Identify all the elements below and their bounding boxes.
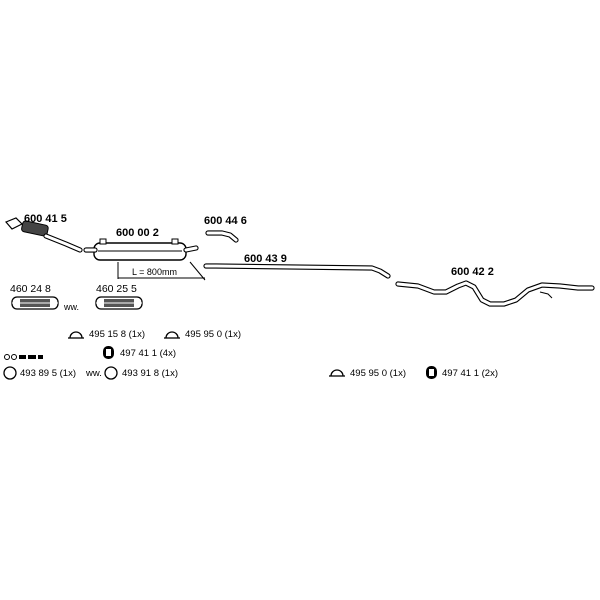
- rear-pipe-number: 600 42 2: [451, 266, 494, 278]
- flex-pipe-a-drawing: [11, 296, 59, 310]
- bolt-kit-icon: [4, 354, 43, 360]
- alternative-label: ww.: [63, 302, 79, 312]
- rubber-mount-icon: [426, 366, 437, 379]
- flex-pipe-b-number: 460 25 5: [96, 283, 137, 295]
- middle-pipe-number: 600 43 9: [244, 253, 287, 265]
- front-pipe-number: 600 41 5: [24, 213, 67, 225]
- silencer-length-label: L = 800mm: [132, 267, 177, 277]
- mount-1-label: 497 41 1 (4x): [120, 348, 176, 359]
- adapter-pipe-number: 600 44 6: [204, 215, 247, 227]
- ring-1-label: 493 89 5 (1x): [20, 368, 76, 379]
- middle-pipe-drawing: [203, 263, 391, 279]
- clamp-icon: [68, 331, 84, 339]
- clamp-1-label: 495 15 8 (1x): [89, 329, 145, 340]
- flex-pipe-b-drawing: [95, 296, 143, 310]
- adapter-pipe-drawing: [205, 230, 239, 243]
- rear-pipe-drawing: [395, 280, 595, 307]
- mount-2-label: 497 41 1 (2x): [442, 368, 498, 379]
- clamp-icon: [329, 369, 345, 377]
- front-pipe-drawing: [4, 217, 83, 253]
- clamp-2-label: 495 95 0 (1x): [185, 329, 241, 340]
- center-silencer-drawing: [83, 238, 206, 281]
- sealing-ring-icon: [104, 366, 118, 380]
- center-silencer-number: 600 00 2: [116, 227, 159, 239]
- sealing-ring-icon: [3, 366, 17, 380]
- clamp-icon: [164, 331, 180, 339]
- clamp-3-label: 495 95 0 (1x): [350, 368, 406, 379]
- flex-pipe-a-number: 460 24 8: [10, 283, 51, 295]
- alternative-label-2: ww.: [85, 368, 102, 379]
- ring-2-label: 493 91 8 (1x): [122, 368, 178, 379]
- rubber-mount-icon: [103, 346, 114, 359]
